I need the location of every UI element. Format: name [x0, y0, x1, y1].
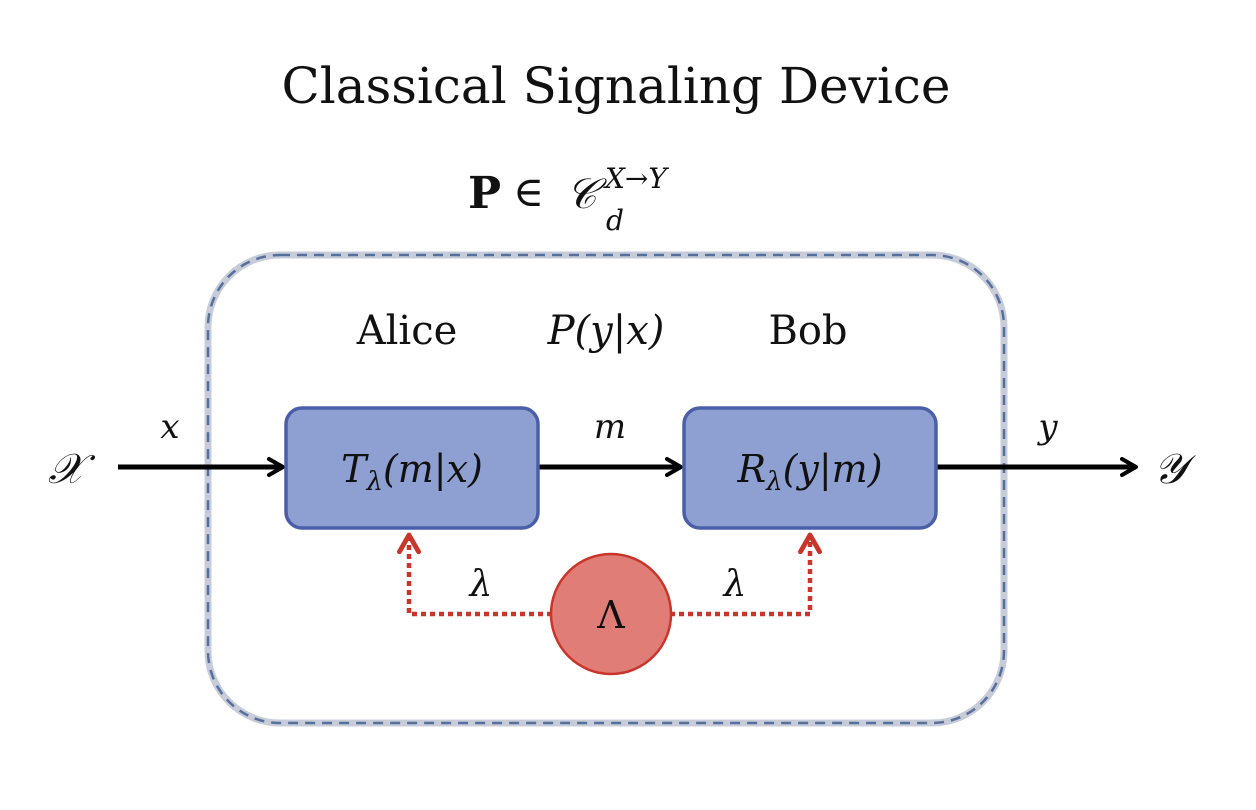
- decoder-args: (y|m): [783, 447, 883, 491]
- decoder-name: R: [736, 447, 766, 491]
- decoder-box: Rλ(y|m): [682, 406, 938, 530]
- diagram-title: Classical Signaling Device: [282, 57, 951, 115]
- decoder-subscript: λ: [765, 467, 782, 497]
- message-var-label: m: [594, 407, 626, 447]
- shared-line-right: [670, 532, 822, 617]
- input-var-label: x: [160, 407, 179, 447]
- lambda-left-label: λ: [468, 564, 493, 605]
- encoder-name: T: [341, 447, 369, 491]
- output-set-label: 𝒴: [1154, 444, 1197, 493]
- svg-text:Rλ(y|m): Rλ(y|m): [736, 447, 882, 497]
- svg-text:Tλ(m|x): Tλ(m|x): [341, 447, 483, 497]
- device-boundary-dashed: [206, 253, 1006, 725]
- encoder-subscript: λ: [365, 467, 382, 497]
- device-formula: P ∈ 𝒞 X→Y d: [468, 162, 669, 237]
- shared-source-label: Λ: [596, 593, 625, 637]
- formula-relation: ∈: [513, 167, 544, 216]
- formula-subscript: d: [606, 204, 624, 237]
- shared-source: Λ: [549, 552, 673, 676]
- encoder-args: (m|x): [383, 447, 483, 491]
- alice-label: Alice: [356, 308, 458, 354]
- output-var-label: y: [1036, 407, 1058, 447]
- bob-label: Bob: [768, 308, 847, 354]
- formula-symbol: P: [468, 168, 501, 219]
- lambda-right-label: λ: [722, 564, 747, 605]
- formula-superscript: X→Y: [603, 162, 669, 195]
- formula-set: 𝒞: [566, 169, 607, 218]
- shared-line-left: [397, 532, 552, 617]
- encoder-box: Tλ(m|x): [284, 406, 540, 530]
- channel-label: P(y|x): [547, 308, 665, 354]
- input-set-label: 𝒳: [48, 444, 96, 493]
